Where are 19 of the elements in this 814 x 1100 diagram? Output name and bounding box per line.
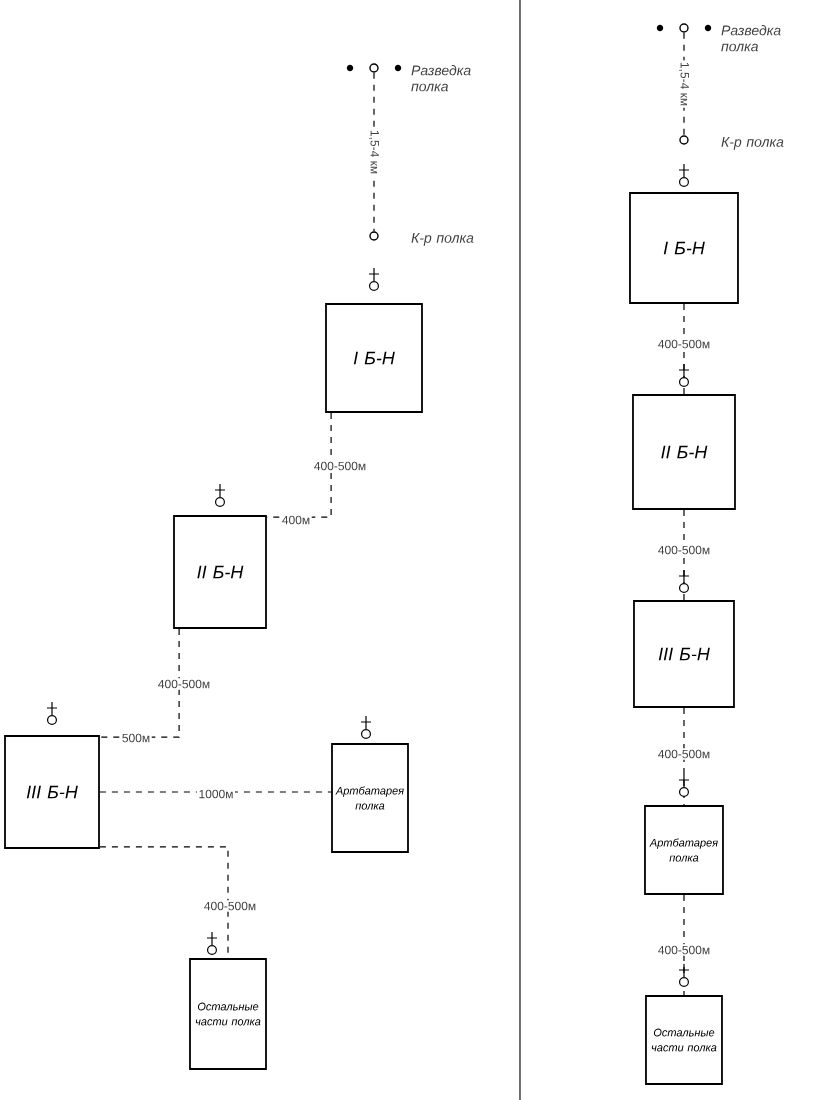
unit-box: III Б-Н <box>633 600 735 708</box>
dashed-connector <box>99 791 332 793</box>
dashed-connector <box>683 303 685 395</box>
dashed-connector <box>683 509 685 601</box>
dashed-connector <box>683 32 685 136</box>
unit-box: I Б-Н <box>629 192 739 304</box>
unit-box: III Б-Н <box>4 735 100 849</box>
dashed-connector <box>683 707 685 806</box>
unit-symbol <box>369 63 379 73</box>
unit-symbol <box>679 23 689 33</box>
unit-symbol <box>679 135 689 145</box>
dashed-connector <box>683 894 685 996</box>
unit-symbol <box>369 231 379 241</box>
dashed-connector <box>373 72 375 232</box>
dashed-connector <box>266 412 332 518</box>
unit-box: I Б-Н <box>325 303 423 413</box>
unit-box: II Б-Н <box>632 394 736 510</box>
dashed-connector <box>99 628 180 738</box>
unit-box: II Б-Н <box>173 515 267 629</box>
